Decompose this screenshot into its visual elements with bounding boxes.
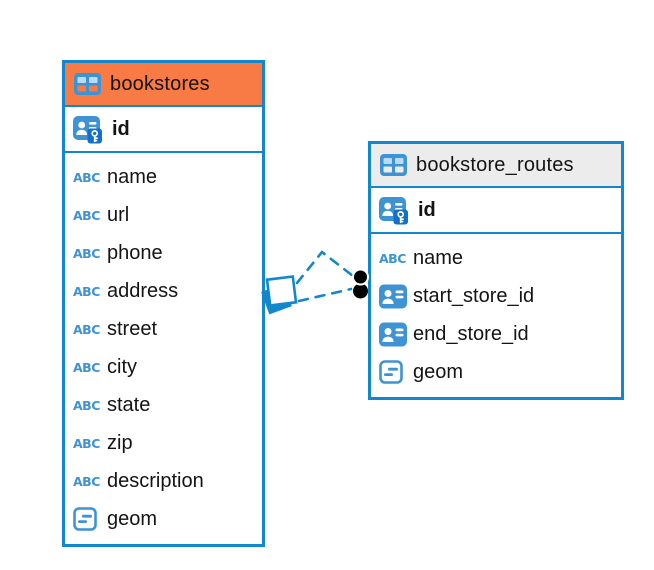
text-type-icon: ABC bbox=[73, 169, 100, 185]
column-row[interactable]: ABC name bbox=[65, 158, 262, 196]
column-row[interactable]: end_store_id bbox=[371, 315, 621, 353]
column-label: state bbox=[107, 393, 151, 416]
column-row[interactable]: ABC url bbox=[65, 196, 262, 234]
text-type-icon: ABC bbox=[73, 435, 100, 451]
text-type-icon: ABC bbox=[379, 250, 406, 266]
column-label: city bbox=[107, 355, 137, 378]
table-icon bbox=[380, 154, 407, 176]
text-type-icon: ABC bbox=[73, 321, 100, 337]
column-label: name bbox=[413, 246, 464, 269]
primary-key-icon bbox=[379, 196, 408, 224]
column-label: description bbox=[107, 469, 204, 492]
column-label: geom bbox=[107, 507, 158, 530]
column-row[interactable]: ABC street bbox=[65, 310, 262, 348]
column-row[interactable]: ABC state bbox=[65, 386, 262, 424]
many-side-marker bbox=[261, 275, 298, 315]
text-type-icon: ABC bbox=[73, 207, 100, 223]
column-row[interactable]: ABC zip bbox=[65, 424, 262, 462]
column-row[interactable]: geom bbox=[371, 353, 621, 391]
relationship-line-start-store[interactable] bbox=[295, 250, 355, 285]
column-row[interactable]: ABC city bbox=[65, 348, 262, 386]
pk-label: id bbox=[112, 117, 130, 140]
text-type-icon: ABC bbox=[73, 359, 100, 375]
primary-key-icon bbox=[73, 115, 102, 143]
pk-row[interactable]: id bbox=[65, 107, 262, 153]
column-row[interactable]: ABC phone bbox=[65, 234, 262, 272]
column-row[interactable]: geom bbox=[65, 500, 262, 538]
column-row[interactable]: ABC description bbox=[65, 462, 262, 500]
column-label: address bbox=[107, 279, 179, 302]
table-icon bbox=[74, 73, 101, 95]
column-label: phone bbox=[107, 241, 163, 264]
column-row[interactable]: start_store_id bbox=[371, 277, 621, 315]
column-label: name bbox=[107, 165, 158, 188]
geometry-type-icon bbox=[73, 507, 97, 531]
text-type-icon: ABC bbox=[73, 397, 100, 413]
pk-row[interactable]: id bbox=[371, 188, 621, 234]
text-type-icon: ABC bbox=[73, 473, 100, 489]
table-bookstores[interactable]: bookstores id ABC name AB bbox=[62, 60, 265, 547]
pk-label: id bbox=[418, 198, 436, 221]
table-bookstore-routes[interactable]: bookstore_routes id ABC name bbox=[368, 141, 624, 400]
table-header[interactable]: bookstore_routes bbox=[371, 144, 621, 188]
endpoint-dots bbox=[352, 268, 369, 299]
table-header[interactable]: bookstores bbox=[65, 63, 262, 107]
reference-type-icon bbox=[379, 284, 407, 308]
geometry-type-icon bbox=[379, 360, 403, 384]
column-label: start_store_id bbox=[413, 284, 535, 307]
text-type-icon: ABC bbox=[73, 245, 100, 261]
column-row[interactable]: ABC name bbox=[371, 239, 621, 277]
column-label: zip bbox=[107, 431, 133, 454]
column-label: end_store_id bbox=[413, 322, 529, 345]
column-label: geom bbox=[413, 360, 464, 383]
column-row[interactable]: ABC address bbox=[65, 272, 262, 310]
table-title: bookstores bbox=[110, 72, 210, 95]
table-title: bookstore_routes bbox=[416, 153, 574, 176]
reference-type-icon bbox=[379, 322, 407, 346]
text-type-icon: ABC bbox=[73, 283, 100, 299]
column-label: street bbox=[107, 317, 158, 340]
column-label: url bbox=[107, 203, 130, 226]
relationship-line-end-store[interactable] bbox=[297, 287, 353, 303]
